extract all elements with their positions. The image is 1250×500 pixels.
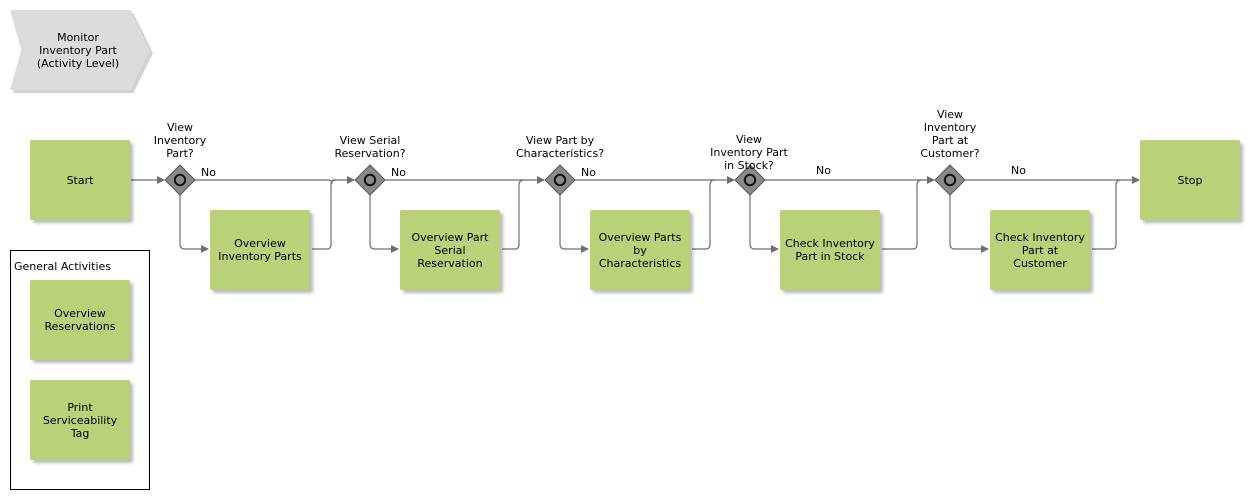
no-label-2: No: [391, 166, 406, 179]
flow-branch-5-up: [1092, 179, 1122, 250]
activity-label: Print Serviceability Tag: [42, 400, 118, 440]
activity-label: Overview Parts by Characteristics: [598, 230, 682, 270]
gateway-1-question: View Inventory Part?: [153, 121, 207, 160]
activity-overview-part-serial-reservation[interactable]: Overview Part Serial Reservation: [400, 210, 500, 290]
activity-check-inventory-part-at-customer[interactable]: Check Inventory Part at Customer: [990, 210, 1090, 290]
start-label: Start: [66, 173, 94, 187]
activity-overview-inventory-parts[interactable]: Overview Inventory Parts: [210, 210, 310, 290]
gateway-5-question: View Inventory Part at Customer?: [920, 108, 980, 160]
gateway-4: [734, 164, 766, 196]
gateway-3: [544, 164, 576, 196]
gateway-3-question: View Part by Characteristics?: [515, 134, 605, 160]
flow-branch-2-down: [369, 195, 399, 253]
activity-overview-parts-by-characteristics[interactable]: Overview Parts by Characteristics: [590, 210, 690, 290]
gateway-1: [164, 164, 196, 196]
stop-label: Stop: [1177, 173, 1203, 187]
stop-event[interactable]: Stop: [1140, 140, 1240, 220]
flow-branch-1-up: [312, 179, 337, 250]
flow-branch-2-up: [502, 179, 525, 250]
no-label-5: No: [1011, 164, 1026, 177]
gateway-2-question: View Serial Reservation?: [334, 134, 406, 160]
no-label-1: No: [201, 166, 216, 179]
no-label-4: No: [816, 164, 831, 177]
process-chevron-label: Monitor Inventory Part (Activity Level): [36, 30, 120, 70]
general-activities-group: General Activities: [10, 250, 150, 490]
flow-branch-3-up: [692, 179, 716, 250]
flow-branch-5-down: [949, 195, 989, 253]
activity-label: Overview Reservations: [44, 307, 116, 333]
no-label-3: No: [581, 166, 596, 179]
activity-print-serviceability-tag[interactable]: Print Serviceability Tag: [30, 380, 130, 460]
flow-branch-4-up: [882, 179, 923, 250]
gateway-5: [934, 164, 966, 196]
gateway-2: [354, 164, 386, 196]
flow-branch-1-down: [179, 195, 209, 253]
activity-overview-reservations[interactable]: Overview Reservations: [30, 280, 130, 360]
flow-branch-4-down: [749, 195, 779, 253]
activity-label: Check Inventory Part in Stock: [785, 237, 875, 263]
start-event[interactable]: Start: [30, 140, 130, 220]
flow-gateway-1-to-2: [194, 179, 333, 185]
flow-branch-3-down: [559, 195, 589, 253]
general-activities-title: General Activities: [14, 260, 112, 273]
activity-label: Overview Inventory Parts: [218, 237, 302, 263]
activity-check-inventory-part-in-stock[interactable]: Check Inventory Part in Stock: [780, 210, 880, 290]
activity-label: Overview Part Serial Reservation: [411, 230, 489, 270]
activity-label: Check Inventory Part at Customer: [995, 230, 1085, 270]
process-chevron[interactable]: Monitor Inventory Part (Activity Level): [10, 10, 150, 90]
gateway-4-question: View Inventory Part in Stock?: [710, 133, 788, 172]
